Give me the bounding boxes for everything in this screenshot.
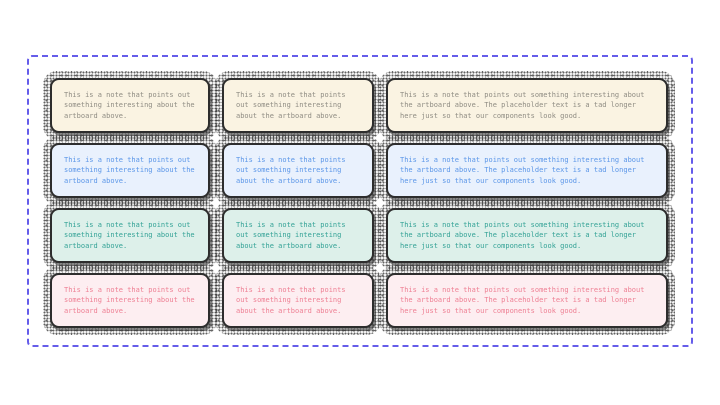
note-card-surface: This is a note that points out something…: [222, 143, 374, 198]
note-text: This is a note that points out something…: [400, 285, 645, 315]
note-text: This is a note that points out something…: [400, 155, 645, 185]
note-text: This is a note that points out something…: [400, 90, 645, 120]
note-card-blue-1: This is a note that points out something…: [43, 136, 217, 205]
note-text: This is a note that points out something…: [236, 220, 346, 250]
note-text: This is a note that points out something…: [236, 285, 346, 315]
note-card-surface: This is a note that points out something…: [222, 273, 374, 328]
note-card-surface: This is a note that points out something…: [50, 143, 210, 198]
note-text: This is a note that points out something…: [64, 155, 195, 185]
note-card-surface: This is a note that points out something…: [222, 78, 374, 133]
note-card-surface: This is a note that points out something…: [222, 208, 374, 263]
note-card-pink-1: This is a note that points out something…: [43, 266, 217, 335]
note-card-cream-wide: This is a note that points out something…: [379, 71, 675, 140]
note-card-teal-2: This is a note that points out something…: [215, 201, 381, 270]
note-card-surface: This is a note that points out something…: [50, 208, 210, 263]
note-text: This is a note that points out something…: [236, 155, 346, 185]
artboard-frame[interactable]: This is a note that points out something…: [27, 55, 693, 347]
note-card-surface: This is a note that points out something…: [386, 273, 668, 328]
note-card-pink-wide: This is a note that points out something…: [379, 266, 675, 335]
note-text: This is a note that points out something…: [400, 220, 645, 250]
note-card-blue-wide: This is a note that points out something…: [379, 136, 675, 205]
note-card-surface: This is a note that points out something…: [386, 208, 668, 263]
note-card-cream-2: This is a note that points out something…: [215, 71, 381, 140]
note-card-cream-1: This is a note that points out something…: [43, 71, 217, 140]
note-card-blue-2: This is a note that points out something…: [215, 136, 381, 205]
note-card-surface: This is a note that points out something…: [50, 273, 210, 328]
note-card-surface: This is a note that points out something…: [386, 78, 668, 133]
note-card-teal-1: This is a note that points out something…: [43, 201, 217, 270]
notes-grid: This is a note that points out something…: [43, 71, 675, 335]
note-card-surface: This is a note that points out something…: [386, 143, 668, 198]
note-card-teal-wide: This is a note that points out something…: [379, 201, 675, 270]
note-card-pink-2: This is a note that points out something…: [215, 266, 381, 335]
note-text: This is a note that points out something…: [64, 285, 195, 315]
note-text: This is a note that points out something…: [64, 220, 195, 250]
note-text: This is a note that points out something…: [64, 90, 195, 120]
note-text: This is a note that points out something…: [236, 90, 346, 120]
note-card-surface: This is a note that points out something…: [50, 78, 210, 133]
